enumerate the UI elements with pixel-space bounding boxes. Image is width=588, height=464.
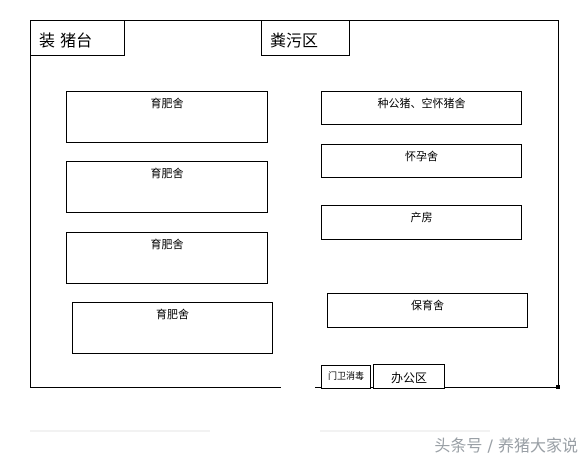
manure-area: 粪污区 — [261, 20, 350, 56]
loading-platform-label: 装 猪台 — [39, 31, 93, 50]
fattening-house-1: 育肥舍 — [66, 91, 268, 143]
corner-mark — [556, 385, 560, 389]
boar-empty-sow-house: 种公猪、空怀猪舍 — [321, 91, 522, 125]
fattening-house-3-label: 育肥舍 — [150, 238, 184, 251]
guard-disinfection-room: 门卫消毒 — [321, 365, 371, 389]
farrowing-house: 产房 — [321, 205, 522, 240]
faint-line — [30, 430, 210, 432]
guard-disinfection-label: 门卫消毒 — [327, 372, 364, 382]
loading-platform: 装 猪台 — [30, 20, 125, 56]
fattening-house-1-label: 育肥舍 — [150, 97, 184, 110]
fattening-house-3: 育肥舍 — [66, 232, 268, 284]
gestation-house: 怀孕舍 — [321, 144, 522, 178]
farrowing-house-label: 产房 — [410, 211, 433, 224]
fattening-house-2: 育肥舍 — [66, 161, 268, 213]
watermark: 头条号 / 养猪大家说 — [434, 436, 578, 455]
faint-line — [320, 430, 490, 432]
fattening-house-4: 育肥舍 — [72, 302, 273, 354]
entrance-gap — [281, 378, 315, 392]
gestation-house-label: 怀孕舍 — [405, 150, 438, 163]
office-area-label: 办公区 — [390, 371, 427, 385]
fattening-house-2-label: 育肥舍 — [150, 167, 184, 180]
office-area: 办公区 — [373, 364, 445, 389]
boar-empty-sow-house-label: 种公猪、空怀猪舍 — [377, 97, 466, 110]
nursery-house-label: 保育舍 — [411, 299, 444, 312]
manure-area-label: 粪污区 — [270, 31, 319, 50]
fattening-house-4-label: 育肥舍 — [156, 308, 189, 321]
nursery-house: 保育舍 — [327, 293, 528, 328]
